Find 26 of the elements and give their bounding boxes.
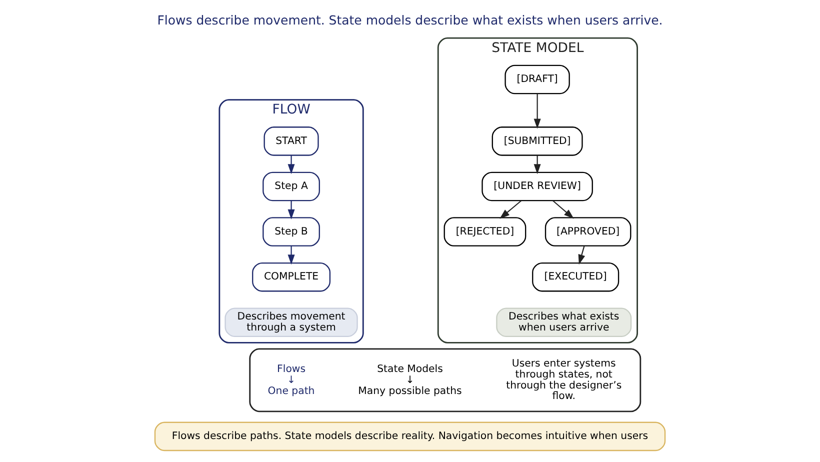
arrow — [578, 246, 586, 265]
arrow — [534, 94, 541, 129]
node-box: [SUBMITTED] — [492, 126, 583, 156]
arrow — [288, 155, 295, 174]
node-box: [EXECUTED] — [532, 262, 620, 292]
node-text: Flows ↓ One path — [268, 364, 315, 397]
arrow — [288, 246, 295, 265]
node-box: [REJECTED] — [444, 217, 526, 246]
diagram-title: Flows describe movement. State models describe what exists when users arrive. — [157, 12, 663, 28]
node-box: Step A — [262, 172, 320, 202]
node-box: [DRAFT] — [504, 64, 570, 94]
cluster — [249, 348, 642, 412]
node-box: Step B — [262, 217, 320, 246]
node-box: [APPROVED] — [544, 217, 632, 246]
node-box: [UNDER REVIEW] — [482, 172, 593, 202]
node-box: COMPLETE — [252, 262, 331, 292]
arrow — [288, 200, 295, 220]
node-box: START — [264, 126, 319, 156]
arrow — [500, 200, 522, 219]
node-text: Users enter systems through states, not through the designer’s flow. — [506, 358, 622, 402]
node-box: Describes what exists when users arrive — [496, 308, 632, 338]
arrow — [534, 155, 541, 174]
node-text: State Models ↓ Many possible paths — [358, 364, 462, 397]
node-box: Flows describe paths. State models describe reality. Navigation becomes intuitive when users — [154, 422, 666, 452]
arrow — [552, 200, 574, 219]
node-box: Describes movement through a system — [224, 308, 358, 338]
